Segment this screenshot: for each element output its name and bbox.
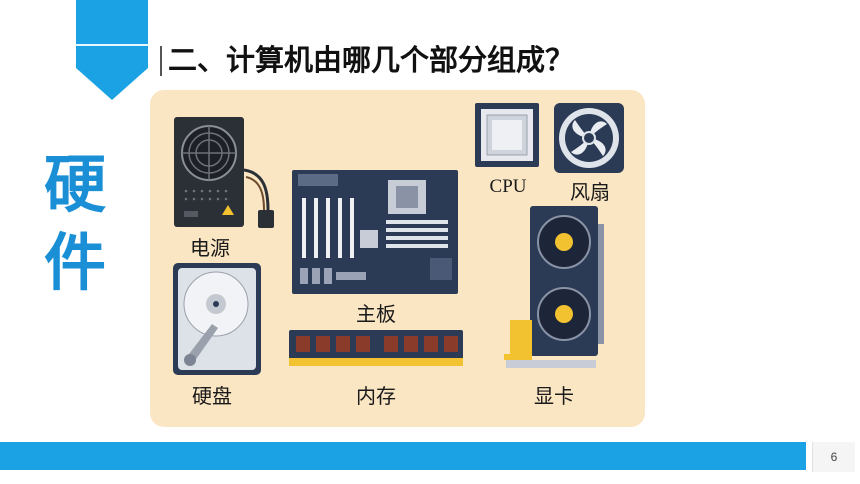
bookmark-ribbon-icon xyxy=(76,0,148,100)
hardware-panel: 电源 主板 CPU xyxy=(150,90,645,427)
memory-module-icon xyxy=(289,330,463,366)
fan-icon xyxy=(554,103,624,173)
graphics-card-label: 显卡 xyxy=(534,384,574,408)
motherboard-icon xyxy=(292,170,458,294)
fan-label: 风扇 xyxy=(570,180,610,204)
power-supply-icon xyxy=(174,117,274,228)
graphics-card-icon xyxy=(504,206,604,368)
page-number: 6 xyxy=(812,442,855,472)
title-divider xyxy=(160,46,162,76)
cpu-icon xyxy=(475,103,539,167)
cpu-label: CPU xyxy=(489,176,527,197)
power-supply-label: 电源 xyxy=(190,236,230,260)
side-label-hard: 硬 xyxy=(43,148,106,221)
memory-label: 内存 xyxy=(356,384,396,408)
footer-bar xyxy=(0,442,806,470)
page-title: 二、计算机由哪几个部分组成？ xyxy=(168,43,575,77)
hard-disk-label: 硬盘 xyxy=(192,384,232,408)
side-label-ware: 件 xyxy=(43,226,106,299)
motherboard-label: 主板 xyxy=(356,302,396,326)
hard-disk-icon xyxy=(173,263,261,375)
